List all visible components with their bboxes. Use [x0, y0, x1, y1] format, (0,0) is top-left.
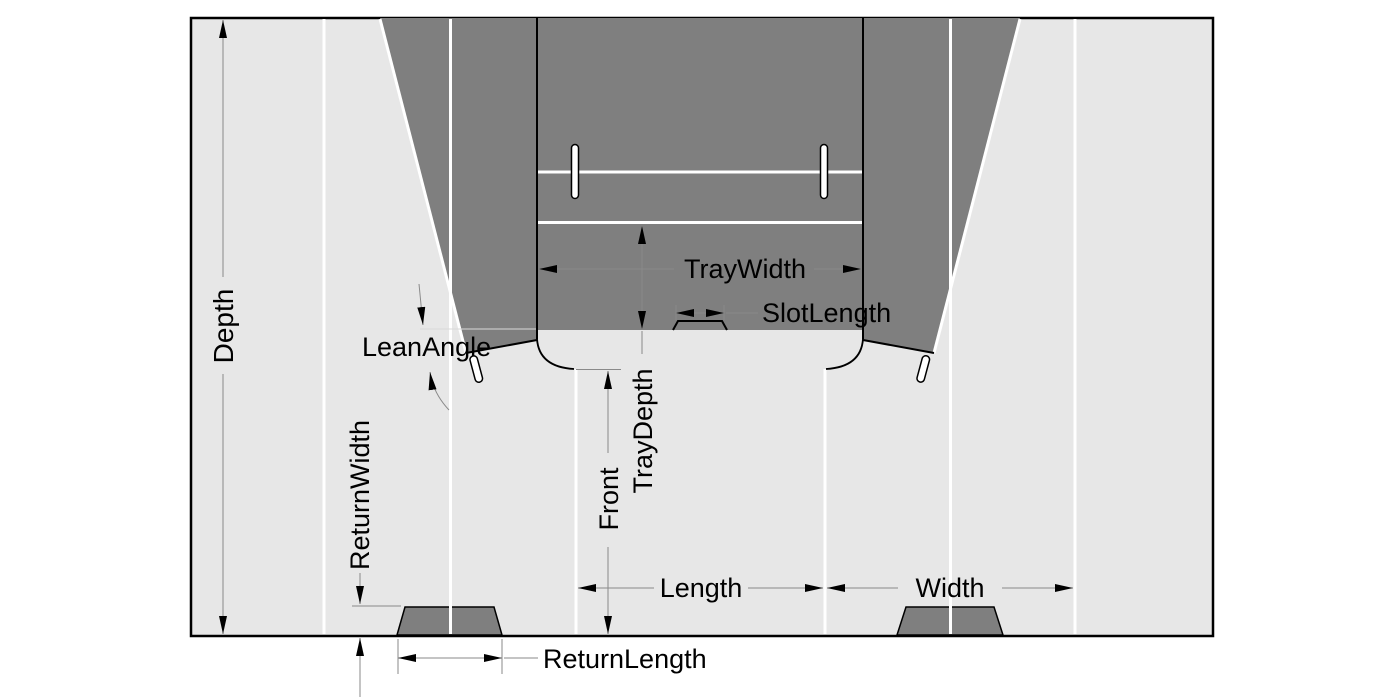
wing-edge-left [378, 18, 468, 354]
wing-tab-right [916, 355, 931, 383]
tray-corner-arc-left [536, 338, 575, 370]
wing-bottom-edge-left [465, 339, 538, 354]
fold-lines [322, 18, 1077, 634]
dim-length: Length [578, 573, 823, 603]
length-label: Length [660, 573, 743, 603]
tray-slot-left [570, 143, 580, 200]
dim-slot-length: SlotLength [675, 298, 891, 328]
tray-slot-right [819, 143, 829, 200]
dim-depth: Depth [208, 20, 239, 634]
dim-tray-width: TrayWidth [539, 254, 861, 284]
front-label: Front [594, 467, 624, 531]
wing-bottom-edge-right [862, 339, 935, 354]
return-length-label: ReturnLength [543, 644, 707, 674]
dim-return-width: ReturnWidth [345, 420, 401, 697]
lean-angle-arc-lower [428, 371, 450, 411]
dim-return-length: ReturnLength [397, 639, 707, 674]
dim-front: Front [576, 369, 624, 634]
tray-width-label: TrayWidth [684, 254, 806, 284]
cut-lines [465, 18, 935, 370]
wing-edge-right [932, 18, 1022, 354]
return-width-label: ReturnWidth [345, 420, 375, 570]
tray-corner-arc-right [825, 338, 864, 370]
back-panel [380, 18, 1020, 353]
tray-depth-label: TrayDepth [628, 368, 658, 493]
wing-tab-left [469, 355, 484, 383]
cutouts [469, 143, 931, 383]
dim-lean-angle: LeanAngle [362, 283, 536, 411]
lean-angle-label: LeanAngle [362, 332, 491, 362]
width-label: Width [915, 573, 984, 603]
dim-tray-depth: TrayDepth [628, 226, 658, 494]
slot-tab-outline [672, 320, 728, 331]
depth-label: Depth [208, 289, 239, 364]
back-panel-shape [380, 18, 1020, 353]
dim-width: Width [827, 573, 1073, 603]
slot-length-label: SlotLength [762, 298, 891, 328]
lean-angle-arrow-upper [417, 283, 426, 326]
